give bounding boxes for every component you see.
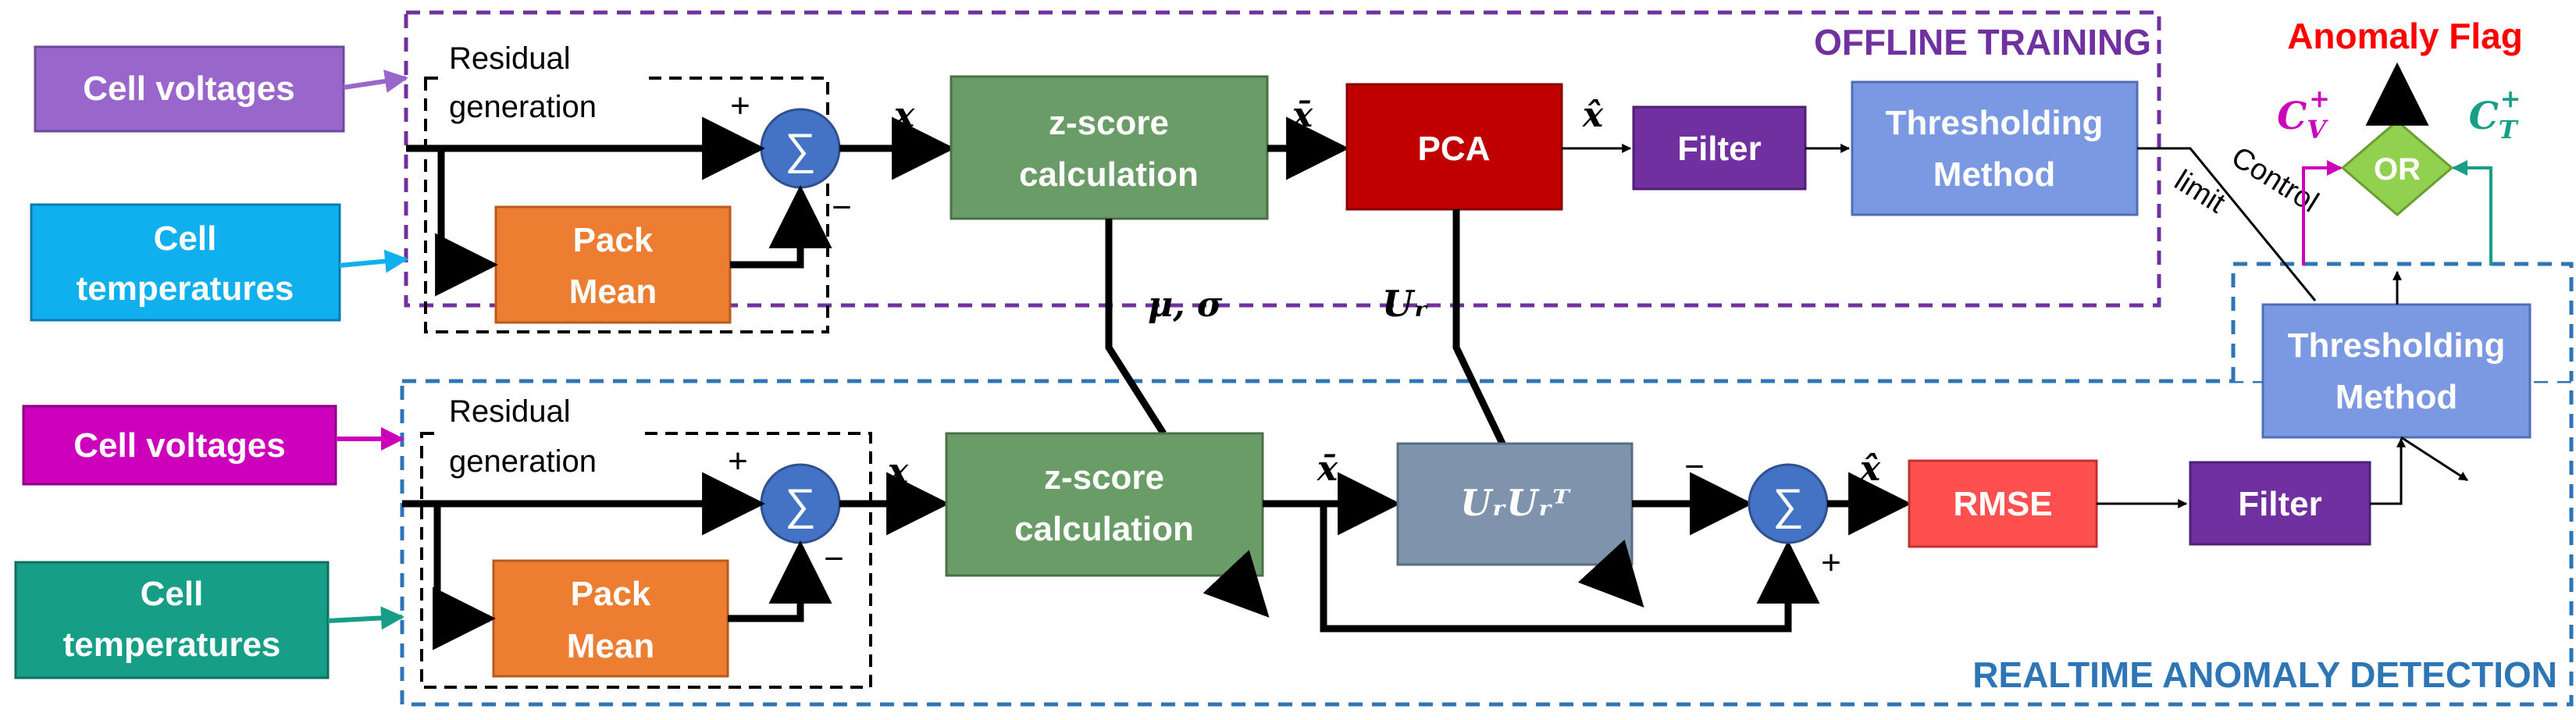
cell-temperatures-arrow-realtime bbox=[327, 606, 404, 630]
signal-x-realtime: x bbox=[887, 451, 909, 491]
pack-mean-label-offline-l2: Mean bbox=[569, 273, 657, 311]
thresholding-label-offline-l2: Method bbox=[1933, 155, 2055, 194]
wire-projection-diagonal bbox=[1577, 539, 1644, 608]
residual-label-offline-l1: Residual bbox=[449, 41, 571, 76]
wire-zscore-diagonal-realtime bbox=[1202, 550, 1270, 618]
pack-mean-label-realtime-l2: Mean bbox=[567, 627, 654, 665]
sum-minus-realtime-residual: − bbox=[824, 540, 844, 578]
residual-generation-box-realtime bbox=[420, 432, 872, 689]
signal-xhat-offline: x̂ bbox=[1582, 95, 1604, 135]
wire-ct-to-or bbox=[2452, 160, 2492, 266]
cell-temperatures-label-offline-l2: temperatures bbox=[77, 269, 294, 308]
cell-temperatures-input-realtime bbox=[14, 561, 330, 679]
pack-mean-label-realtime-l1: Pack bbox=[571, 575, 651, 613]
cell-voltages-label-offline: Cell voltages bbox=[83, 70, 294, 108]
wire-input-to-packmean-realtime bbox=[433, 504, 497, 650]
or-gate-label: OR bbox=[2374, 152, 2421, 187]
filter-label-realtime: Filter bbox=[2238, 485, 2322, 523]
realtime-detection-region bbox=[400, 379, 2574, 707]
sum-plus-realtime-projection: + bbox=[1821, 544, 1841, 582]
sum-minus-offline: − bbox=[832, 188, 852, 226]
zscore-label-offline-l2: calculation bbox=[1019, 155, 1199, 194]
realtime-region-extension-border bbox=[2231, 262, 2574, 381]
control-limit-label-l2: limit bbox=[2168, 164, 2231, 220]
wire-cv-to-or bbox=[2302, 160, 2343, 266]
thresholding-label-realtime-l2: Method bbox=[2336, 378, 2457, 416]
signal-xbar-realtime: x̄ bbox=[1317, 449, 1338, 489]
signal-x-offline: x bbox=[893, 95, 915, 135]
filter-block-offline bbox=[1632, 105, 1807, 191]
wire-ur-to-projection bbox=[1452, 209, 1507, 447]
rmse-block bbox=[1908, 459, 2098, 548]
signal-xbar-offline: x̄ bbox=[1292, 95, 1313, 135]
wire-packmean-to-sum-realtime bbox=[728, 540, 832, 622]
residual-label-mask-realtime bbox=[441, 387, 644, 484]
filter-block-realtime bbox=[2189, 461, 2371, 546]
projection-label: UᵣUᵣᵀ bbox=[1460, 482, 1571, 524]
thresholding-label-realtime-l1: Thresholding bbox=[2288, 326, 2506, 365]
thresholding-block-realtime bbox=[2261, 303, 2531, 439]
filter-label-offline: Filter bbox=[1677, 130, 1762, 168]
signal-ur: Uᵣ bbox=[1382, 283, 1428, 325]
zscore-block-realtime bbox=[945, 432, 1264, 577]
pack-mean-block-realtime bbox=[492, 559, 729, 678]
control-limit-label-l1: Control bbox=[2225, 141, 2324, 219]
pack-mean-block-offline bbox=[494, 205, 732, 324]
signal-mu-sigma: μ, σ bbox=[1148, 285, 1223, 325]
sum-symbol-realtime-projection: ∑ bbox=[1773, 479, 1804, 529]
pca-label: PCA bbox=[1418, 130, 1491, 168]
rmse-label: RMSE bbox=[1953, 485, 2052, 523]
zscore-label-offline-l1: z-score bbox=[1049, 104, 1169, 142]
cell-temperatures-arrow-offline bbox=[339, 249, 408, 273]
wire-xbar-bypass bbox=[1320, 504, 1820, 633]
offline-training-title: OFFLINE TRAINING bbox=[1814, 22, 2151, 62]
cell-voltages-arrow-offline bbox=[343, 70, 408, 93]
cell-voltages-input-offline bbox=[34, 45, 345, 133]
wire-input-to-packmean-offline bbox=[435, 148, 499, 297]
wire-filter-to-threshold-realtime bbox=[2370, 437, 2406, 505]
residual-label-mask-offline bbox=[441, 31, 644, 129]
pca-block bbox=[1345, 83, 1563, 211]
signal-xhat-realtime: x̂ bbox=[1859, 449, 1881, 489]
zscore-label-realtime-l1: z-score bbox=[1044, 458, 1164, 497]
pack-mean-label-offline-l1: Pack bbox=[573, 221, 654, 259]
wire-mu-sigma-to-zscore-rt bbox=[1105, 219, 1167, 436]
thresholding-label-offline-l1: Thresholding bbox=[1886, 104, 2104, 142]
sum-symbol-realtime-residual: ∑ bbox=[785, 479, 816, 529]
residual-label-realtime-l2: generation bbox=[449, 444, 597, 479]
realtime-detection-title: REALTIME ANOMALY DETECTION bbox=[1972, 654, 2557, 695]
anomaly-flag-title: Anomaly Flag bbox=[2287, 16, 2523, 56]
ct-plus-label: CT+ bbox=[2469, 84, 2521, 144]
or-gate bbox=[2340, 119, 2454, 216]
thresholding-block-offline bbox=[1851, 80, 2139, 216]
wire-control-limit bbox=[2137, 147, 2317, 301]
sum-minus-realtime-projection: − bbox=[1684, 447, 1705, 486]
sum-symbol-offline: ∑ bbox=[785, 124, 816, 173]
zscore-block-offline bbox=[950, 75, 1269, 220]
residual-label-realtime-l1: Residual bbox=[449, 394, 571, 429]
wire-packmean-to-sum-offline bbox=[730, 184, 832, 269]
cell-temperatures-input-offline bbox=[30, 203, 341, 322]
cell-temperatures-label-realtime-l1: Cell bbox=[141, 575, 204, 613]
offline-training-region bbox=[404, 10, 2161, 308]
sum-plus-realtime-residual: + bbox=[728, 442, 748, 480]
cell-temperatures-label-offline-l1: Cell bbox=[154, 219, 217, 258]
zscore-label-realtime-l2: calculation bbox=[1014, 510, 1194, 548]
residual-label-offline-l2: generation bbox=[449, 90, 597, 124]
cell-voltages-input-realtime bbox=[22, 405, 337, 486]
sum-plus-offline: + bbox=[730, 87, 750, 125]
cv-plus-label: CV+ bbox=[2277, 84, 2330, 144]
cell-voltages-label-realtime: Cell voltages bbox=[73, 426, 285, 465]
cell-temperatures-label-realtime-l2: temperatures bbox=[63, 626, 281, 664]
wire-threshold-diagonal-realtime bbox=[2400, 436, 2469, 482]
